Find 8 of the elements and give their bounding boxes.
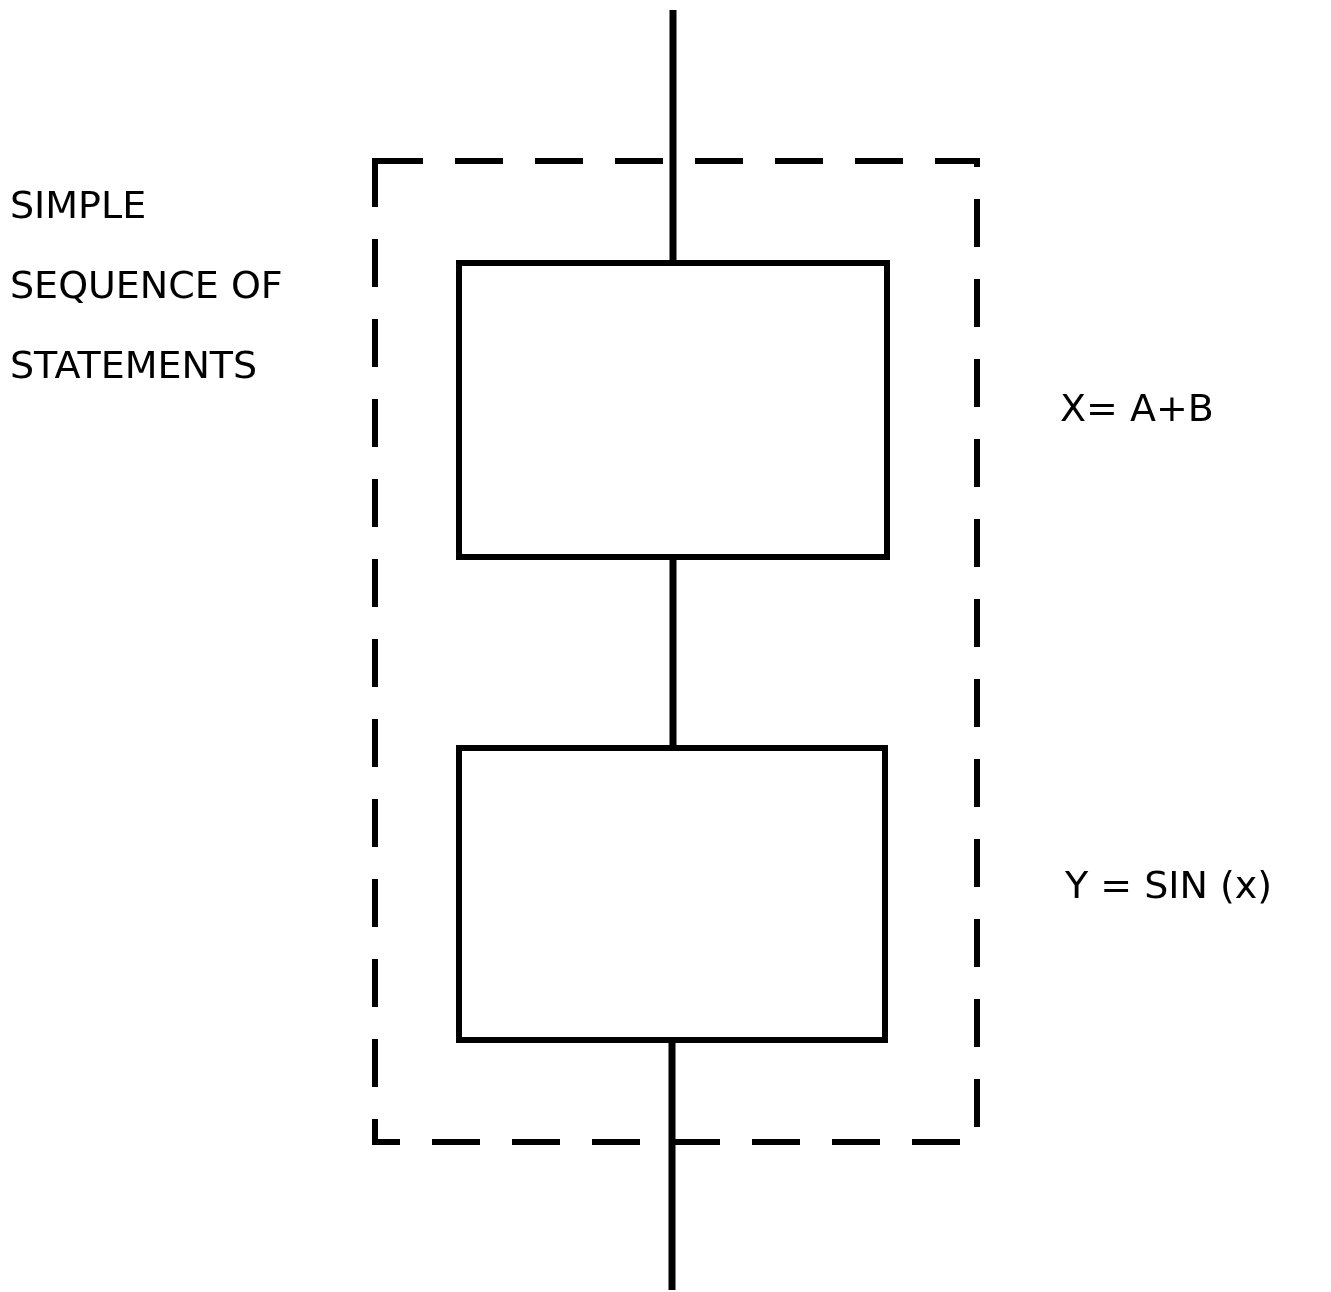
statement-label: X= A+B xyxy=(1060,385,1215,432)
statement-box xyxy=(456,745,888,1043)
statement-label: SIMPLE SEQUENCE OF STATEMENTS xyxy=(10,182,284,389)
connector-line xyxy=(668,1043,676,1290)
statement-label: Y = SIN (x) xyxy=(1065,862,1274,909)
connector-line xyxy=(669,560,677,745)
statement-box xyxy=(456,260,890,560)
dashed-group-outline xyxy=(372,158,980,1145)
